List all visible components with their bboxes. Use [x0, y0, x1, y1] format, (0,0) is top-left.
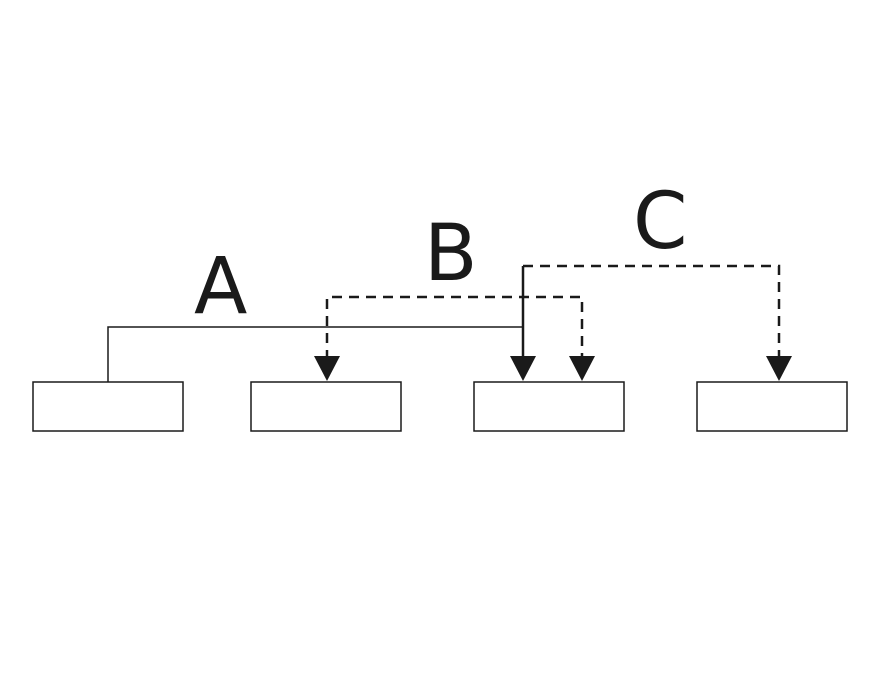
box-2 [250, 381, 402, 432]
box-4 [696, 381, 848, 432]
arrowhead-box-2 [314, 356, 340, 381]
label-c: C [633, 177, 687, 267]
arrowhead-box-3-left [510, 356, 536, 381]
label-b: B [424, 209, 478, 299]
arrowhead-box-3-right [569, 356, 595, 381]
connector-c [523, 264, 781, 360]
arrowhead-box-4 [766, 356, 792, 381]
connector-a [107, 326, 523, 382]
box-1 [32, 381, 184, 432]
label-a: A [194, 242, 247, 332]
box-3 [473, 381, 625, 432]
connector-b [325, 295, 584, 360]
